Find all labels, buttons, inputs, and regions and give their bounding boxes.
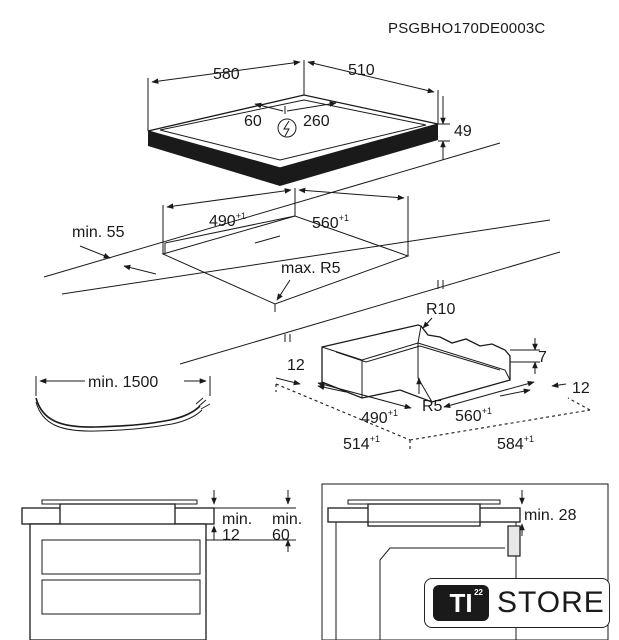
hob-body-left — [59, 503, 176, 527]
store-logo: TI 22 STORE — [424, 578, 610, 628]
hob-right-offset-label: 260 — [303, 113, 330, 130]
hob-front-edge — [148, 131, 280, 186]
frame-outer-depth-label: 584+1 — [497, 434, 534, 453]
cutout-depth-line — [298, 187, 405, 201]
connector-right — [507, 525, 521, 557]
hob-body-right — [367, 503, 481, 527]
frame-inner-width-label: 490+1 — [361, 408, 398, 427]
frame-inner-depth-label: 560+1 — [455, 406, 492, 425]
oven-top-right — [379, 547, 505, 561]
section-left-min1: min. — [222, 511, 252, 528]
frame-body — [321, 324, 511, 403]
frame-outer-width-label: 514+1 — [343, 434, 380, 453]
logo-store-text: STORE — [497, 586, 605, 619]
max-r5-label: max. R5 — [281, 260, 341, 277]
worktop-front-edge — [61, 219, 551, 295]
cutout-depth-label: 560+1 — [312, 213, 349, 232]
r10-label: R10 — [426, 301, 455, 318]
model-code: PSGBHO170DE0003C — [388, 20, 545, 37]
cutout-width-label: 490+1 — [209, 211, 246, 230]
section-left-60: 60 — [272, 527, 290, 544]
section-left-min2: min. — [272, 511, 302, 528]
hob-width-label: 580 — [213, 66, 240, 83]
frame-12-left-label: 12 — [287, 357, 305, 374]
hob-depth-label: 510 — [348, 62, 375, 79]
min-55-label: min. 55 — [72, 224, 125, 241]
logo-superscript: 22 — [474, 588, 483, 597]
worktop-front-lower-edge — [179, 251, 561, 365]
section-left-drawing: min. 12 min. 60 — [21, 490, 302, 640]
cutout-width-line — [166, 188, 292, 209]
cable-line — [35, 397, 201, 428]
section-right-frame — [321, 483, 609, 640]
section-right-min28: min. 28 — [524, 507, 577, 524]
hob-drawing: 580 510 49 60 260 — [147, 60, 472, 186]
drawer-2-left — [41, 579, 201, 615]
hob-height-label: 49 — [454, 123, 472, 140]
logo-mark-text: TI — [449, 587, 473, 618]
dim-510-line — [307, 60, 435, 94]
section-right-drawing: min. 28 — [321, 483, 609, 640]
cable-length-label: min. 1500 — [88, 374, 158, 391]
frame-7-label: 7 — [538, 349, 547, 366]
cabinet-left — [29, 523, 207, 640]
power-connection-icon — [277, 118, 297, 138]
hob-side-edge — [280, 124, 438, 186]
worktop-back-edge — [43, 142, 501, 278]
frame-12-right-label: 12 — [572, 380, 590, 397]
logo-mark: TI 22 — [433, 585, 489, 621]
dim-580-line — [151, 60, 301, 84]
section-left-12: 12 — [222, 527, 240, 544]
drawer-1-left — [41, 539, 201, 575]
frame-corner-drawing: R10 R5 7 12 12 490+1 560+1 514+1 584+1 — [275, 301, 591, 453]
cable-drawing: min. 1500 — [35, 374, 211, 432]
worktop-cutout-drawing: 490+1 560+1 min. 55 max. R5 — [43, 142, 561, 365]
hob-inner-outline — [159, 99, 427, 161]
r5-label: R5 — [422, 398, 443, 415]
hob-left-offset-label: 60 — [244, 113, 262, 130]
